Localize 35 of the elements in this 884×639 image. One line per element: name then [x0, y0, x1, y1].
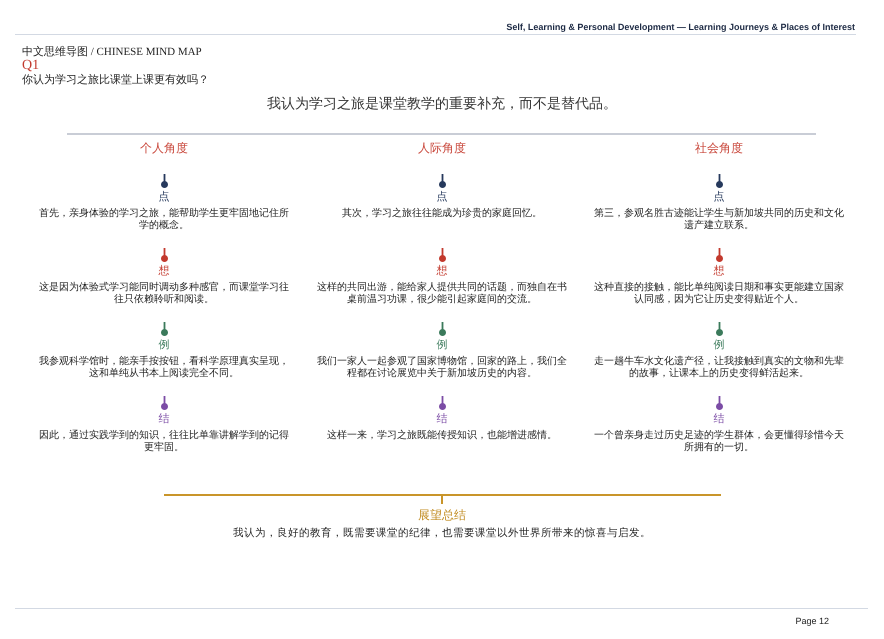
- summary-text: 我认为，良好的教育，既需要课堂的纪律，也需要课堂以外世界所带来的惊喜与启发。: [233, 527, 651, 540]
- point-text: 这是因为体验式学习能同时调动多种感官，而课堂学习往往只依赖聆听和阅读。: [38, 282, 290, 306]
- section-label: 中文思维导图 / CHINESE MIND MAP: [22, 46, 202, 59]
- point-text: 走一趟牛车水文化遗产径，让我接触到真实的文物和先辈的故事，让课本上的历史变得鲜活起来。: [593, 356, 845, 380]
- column-heading: 人际角度: [418, 141, 466, 155]
- point-tag: 想: [714, 264, 724, 278]
- point-tag: 想: [158, 264, 170, 278]
- point-text: 这样的共同出游，能给家人提供共同的话题，而独自在书桌前温习功课，很少能引起家庭间的交流。: [316, 282, 568, 306]
- point-tag: 结: [714, 412, 724, 426]
- point-tag: 例: [714, 338, 724, 352]
- point-text: 这种直接的接触，能比单纯阅读日期和事实更能建立国家认同感，因为它让历史变得贴近个人。: [593, 282, 845, 306]
- question-number: Q1: [22, 58, 40, 74]
- point-text: 我们一家人一起参观了国家博物馆，回家的路上，我们全程都在讨论展览中关于新加坡历史的内容。: [316, 356, 568, 380]
- point-tag: 点: [436, 190, 448, 204]
- thesis-statement: 我认为学习之旅是课堂教学的重要补充，而不是替代品。: [267, 96, 617, 114]
- point-tag: 点: [714, 190, 724, 204]
- point-text: 首先，亲身体验的学习之旅，能帮助学生更牢固地记住所学的概念。: [38, 208, 290, 232]
- point-tag: 结: [158, 412, 170, 426]
- summary-heading: 展望总结: [418, 508, 466, 522]
- point-text: 我参观科学馆时，能亲手按按钮，看科学原理真实呈现，这和单纯从书本上阅读完全不同。: [38, 356, 290, 380]
- point-tag: 想: [436, 264, 448, 278]
- point-tag: 点: [158, 190, 170, 204]
- point-tag: 结: [436, 412, 448, 426]
- page-number: Page 12: [795, 616, 829, 627]
- column-heading: 社会角度: [695, 141, 743, 155]
- point-text: 这样一来，学习之旅既能传授知识，也能增进感情。: [326, 430, 558, 442]
- column-heading: 个人角度: [140, 141, 188, 155]
- point-text: 第三，参观名胜古迹能让学生与新加坡共同的历史和文化遗产建立联系。: [593, 208, 845, 232]
- point-text: 其次，学习之旅往往能成为珍贵的家庭回忆。: [341, 208, 543, 220]
- question-text: 你认为学习之旅比课堂上课更有效吗？: [22, 74, 209, 87]
- point-text: 一个曾亲身走过历史足迹的学生群体，会更懂得珍惜今天所拥有的一切。: [593, 430, 845, 454]
- point-tag: 例: [436, 338, 448, 352]
- point-tag: 例: [158, 338, 170, 352]
- point-text: 因此，通过实践学到的知识，往往比单靠讲解学到的记得更牢固。: [38, 430, 290, 454]
- running-header: Self, Learning & Personal Development — Learning Journeys & Places of Interest: [506, 22, 855, 33]
